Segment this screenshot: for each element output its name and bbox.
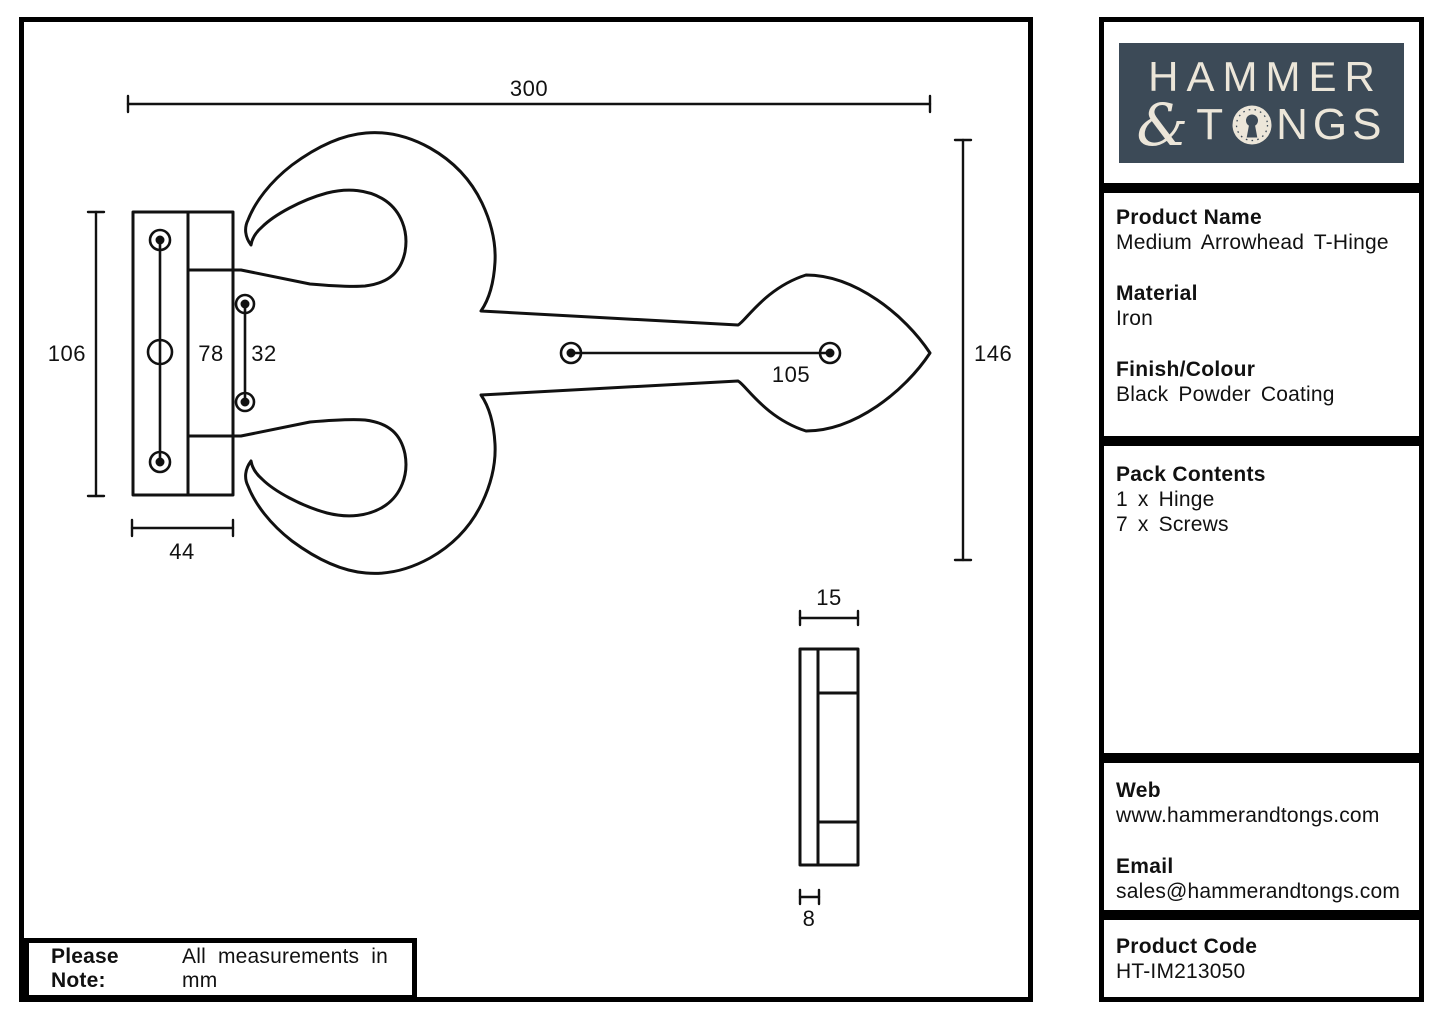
material-value: Iron — [1116, 307, 1153, 330]
product-name-group: Product Name Medium Arrowhead T-Hinge — [1116, 205, 1405, 255]
email-label: Email — [1116, 855, 1174, 878]
measurements-note: Please Note: All measurements in mm — [24, 938, 417, 1000]
web-value: www.hammerandtongs.com — [1116, 804, 1380, 827]
finish-value: Black Powder Coating — [1116, 383, 1335, 406]
note-label: Please Note: — [51, 945, 119, 992]
pack-item: 1 x Hinge — [1116, 488, 1215, 511]
logo-line1: HAMMER — [1148, 53, 1383, 101]
logo-before-o: T — [1196, 100, 1229, 150]
pack-contents-label: Pack Contents — [1116, 463, 1266, 486]
logo-line2: & T NGS — [1136, 91, 1387, 160]
logo-panel: HAMMER & T NGS — [1099, 17, 1424, 188]
material-group: Material Iron — [1116, 281, 1405, 331]
email-group: Email sales@hammerandtongs.com — [1116, 854, 1405, 904]
web-label: Web — [1116, 779, 1161, 802]
drawing-frame — [19, 17, 1033, 1002]
note-text: All measurements in mm — [182, 945, 389, 992]
pack-contents-panel: Pack Contents 1 x Hinge 7 x Screws — [1099, 441, 1424, 758]
product-name-label: Product Name — [1116, 206, 1262, 229]
product-code-panel: Product Code HT-IM213050 — [1099, 915, 1424, 1002]
product-name-value: Medium Arrowhead T-Hinge — [1116, 231, 1389, 254]
pack-item: 7 x Screws — [1116, 513, 1229, 536]
finish-group: Finish/Colour Black Powder Coating — [1116, 357, 1405, 407]
product-code-value: HT-IM213050 — [1116, 960, 1246, 983]
email-value: sales@hammerandtongs.com — [1116, 880, 1401, 903]
web-group: Web www.hammerandtongs.com — [1116, 778, 1405, 828]
product-info-panel: Product Name Medium Arrowhead T-Hinge Ma… — [1099, 188, 1424, 441]
contact-panel: Web www.hammerandtongs.com Email sales@h… — [1099, 758, 1424, 915]
finish-label: Finish/Colour — [1116, 358, 1256, 381]
logo-after-o: NGS — [1276, 100, 1387, 150]
product-code-label: Product Code — [1116, 935, 1258, 958]
keyhole-icon — [1232, 105, 1272, 145]
logo-ampersand: & — [1136, 91, 1194, 160]
hammer-and-tongs-logo: HAMMER & T NGS — [1119, 42, 1404, 163]
material-label: Material — [1116, 282, 1198, 305]
